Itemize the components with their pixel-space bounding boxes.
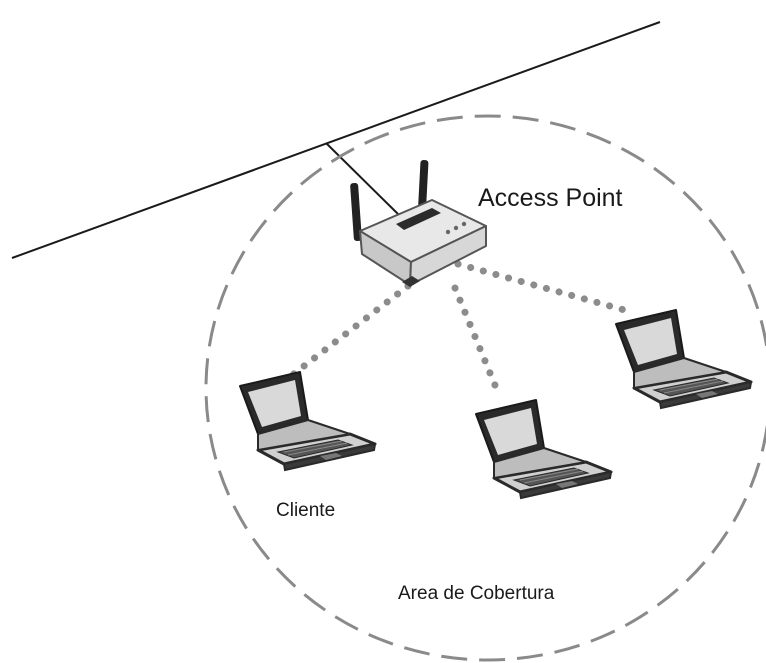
wireless-link-center — [451, 284, 501, 394]
client-label: Cliente — [276, 500, 335, 521]
network-cable — [11, 21, 661, 259]
wireless-link-left — [278, 282, 412, 387]
laptop-icon-client — [238, 370, 377, 472]
wireless-link-right — [454, 260, 632, 315]
wireless-links — [278, 260, 632, 394]
access-point-icon — [350, 159, 487, 287]
coverage-area-label: Area de Cobertura — [398, 583, 555, 604]
access-point-label: Access Point — [478, 184, 623, 212]
laptop-icon-center — [474, 398, 613, 500]
ap-uplink — [325, 142, 399, 215]
laptop-icon-right — [614, 308, 753, 410]
coverage-area-circle — [204, 114, 766, 662]
